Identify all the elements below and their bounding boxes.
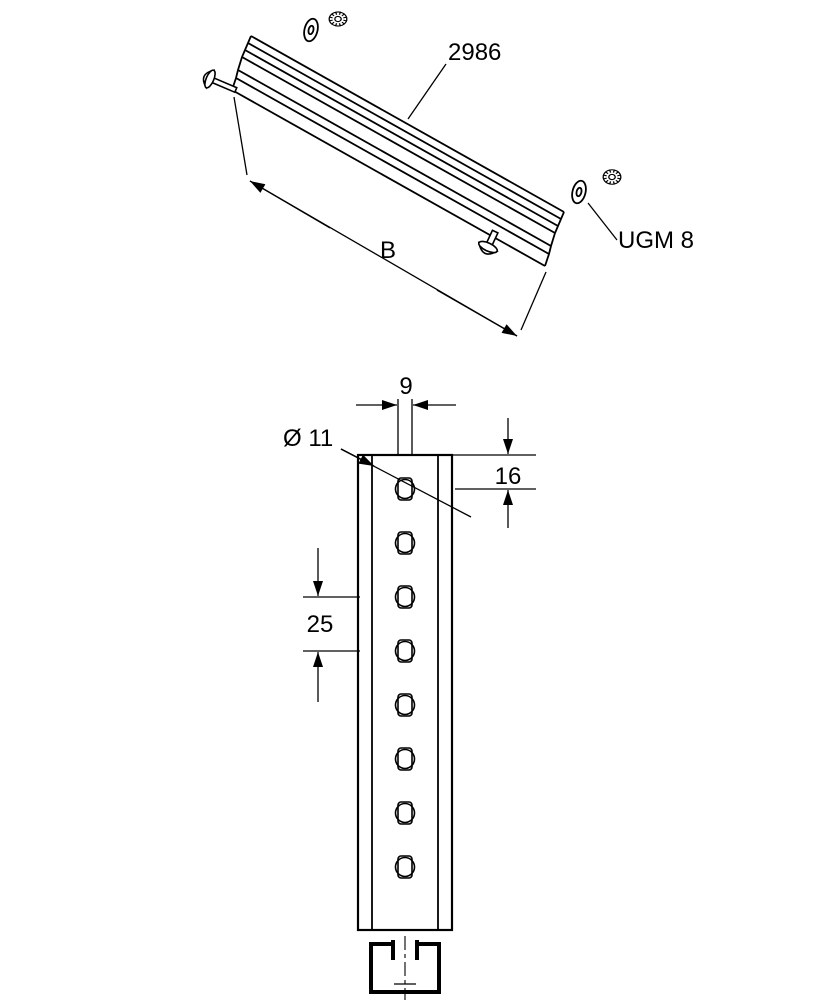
hole-pitch-label: 25 [307, 611, 334, 638]
rail-hole [394, 585, 416, 609]
rail-iso [231, 35, 565, 267]
dimension-hole-dia: Ø 11 [283, 425, 472, 518]
washer-top-icon [301, 16, 321, 44]
hole-dia-label: Ø 11 [283, 425, 333, 452]
washer-right-icon [569, 178, 589, 206]
flange-nut-top-icon [325, 9, 351, 29]
rail-hole [394, 855, 416, 879]
rail-hole [394, 693, 416, 717]
dimension-b: B [233, 96, 547, 337]
dimension-first-hole-offset: 16 [452, 418, 536, 528]
saddle-screw-bottom [477, 229, 499, 255]
rail-holes [394, 477, 416, 879]
dimension-hole-pitch: 25 [303, 548, 360, 702]
dimension-slot-width: 9 [356, 373, 456, 454]
accessory-label: UGM 8 [618, 227, 694, 254]
part-number-label: 2986 [448, 39, 501, 66]
front-view: 9 Ø 11 16 25 [283, 373, 536, 932]
rail-hole [394, 801, 416, 825]
slot-width-label: 9 [399, 373, 412, 400]
section-view [369, 936, 441, 1000]
iso-view: 2986 UGM 8 B [202, 9, 694, 337]
flange-nut-right-icon [599, 167, 625, 187]
rail-hole [394, 531, 416, 555]
length-dim-label: B [380, 237, 396, 264]
part-number-leader [407, 63, 447, 120]
first-hole-offset-label: 16 [495, 463, 522, 490]
saddle-screw-left [202, 69, 238, 94]
rail-front-outline [356, 453, 454, 932]
rail-hole [394, 747, 416, 771]
accessory-leader [587, 202, 618, 241]
rail-hole [394, 639, 416, 663]
rail-hole [394, 477, 416, 501]
